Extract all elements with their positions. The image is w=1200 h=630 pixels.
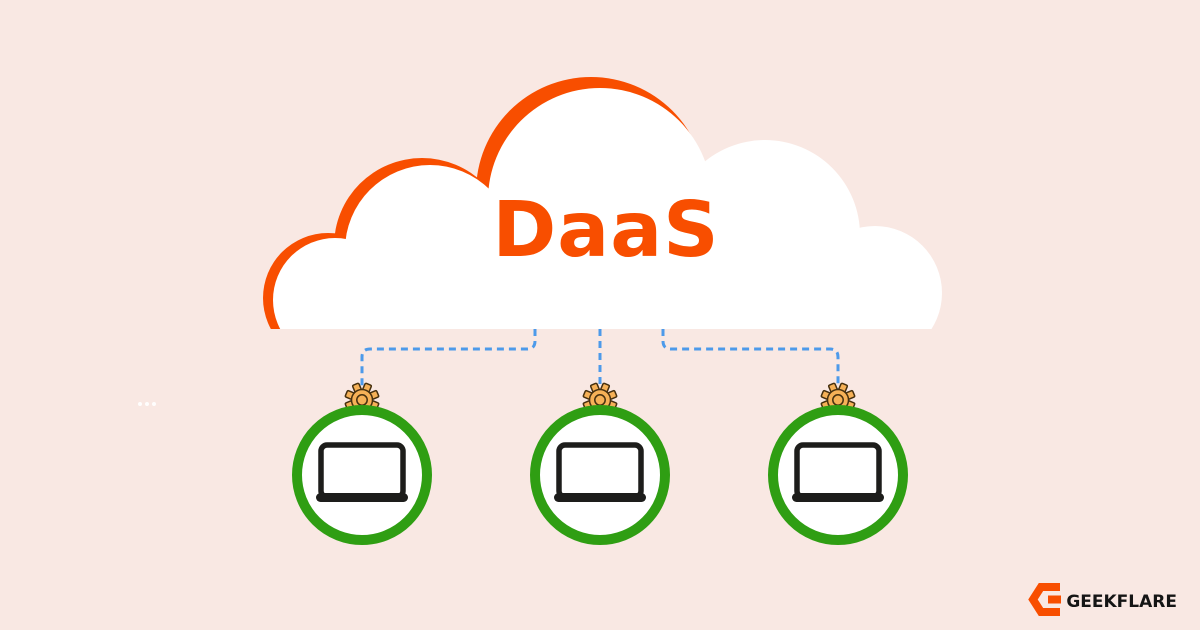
cloud bbox=[263, 77, 942, 329]
device-node-left bbox=[297, 383, 427, 540]
device-node-middle bbox=[535, 383, 665, 540]
device-node-right bbox=[773, 383, 903, 540]
ellipsis-dots bbox=[138, 402, 156, 406]
geekflare-flare-icon bbox=[1028, 583, 1061, 616]
cloud-base bbox=[352, 255, 880, 329]
connector-right bbox=[661, 329, 840, 400]
brand-lockup: GEEKFLARE bbox=[1028, 583, 1177, 616]
daas-label: DaaS bbox=[492, 186, 719, 275]
geekflare-wordmark: GEEKFLARE bbox=[1066, 592, 1177, 612]
connector-left bbox=[360, 329, 537, 400]
